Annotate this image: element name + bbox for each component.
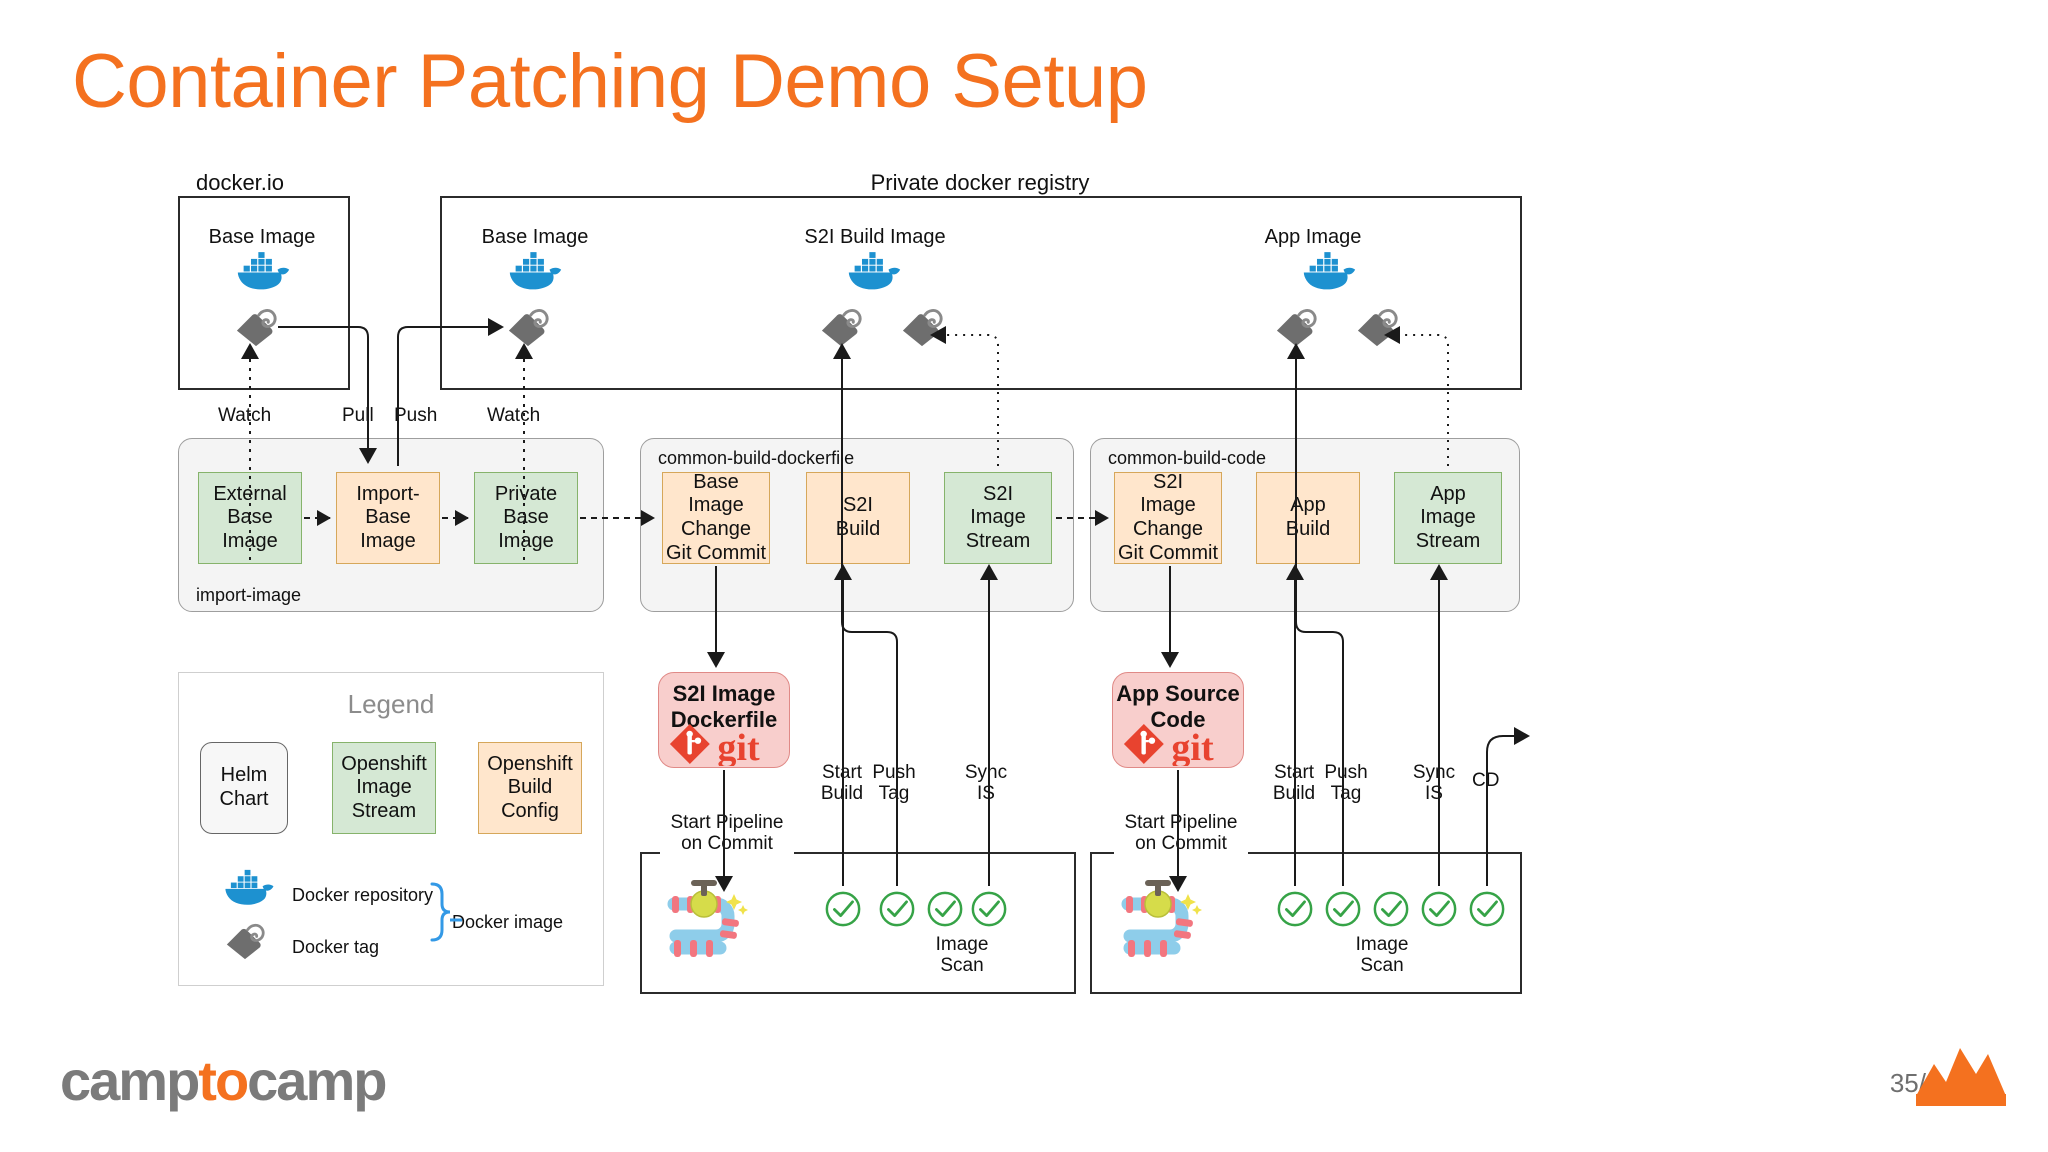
group-label-import-image: import-image	[196, 585, 302, 605]
registry-title-private: Private docker registry	[870, 170, 1090, 195]
group-label-common-build-dockerfile: common-build-dockerfile	[658, 448, 855, 468]
legend-label-docker-repository: Docker repository	[292, 885, 434, 905]
image-caption-base-private: Base Image	[481, 226, 589, 248]
flow-label-watch-right: Watch	[485, 405, 543, 427]
legend-label-docker-image: Docker image	[452, 912, 564, 932]
logo-part-3: camp	[247, 1049, 387, 1112]
legend-label-docker-tag: Docker tag	[292, 937, 380, 957]
registry-title-docker-io: docker.io	[195, 170, 285, 195]
logo-part-1: camp	[60, 1049, 200, 1112]
group-label-common-build-code: common-build-code	[1108, 448, 1267, 468]
flow-label-push: Push	[392, 405, 440, 427]
image-caption-base-docker-io: Base Image	[208, 226, 316, 248]
registry-frame-docker-io	[178, 196, 350, 390]
footer-logo: camptocamp	[60, 1048, 387, 1113]
image-caption-app: App Image	[1264, 226, 1362, 248]
image-caption-s2i-build: S2I Build Image	[804, 226, 946, 248]
page-number: 35/	[1889, 1068, 1926, 1098]
page-title: Container Patching Demo Setup	[72, 39, 1148, 124]
arrow-label-cd: CD	[1470, 770, 1502, 792]
flow-label-pull: Pull	[340, 405, 376, 427]
pipeline-frame-code	[1090, 852, 1522, 994]
flow-label-watch-left: Watch	[216, 405, 274, 427]
logo-part-2: to	[198, 1049, 249, 1112]
legend-title: Legend	[347, 689, 435, 719]
